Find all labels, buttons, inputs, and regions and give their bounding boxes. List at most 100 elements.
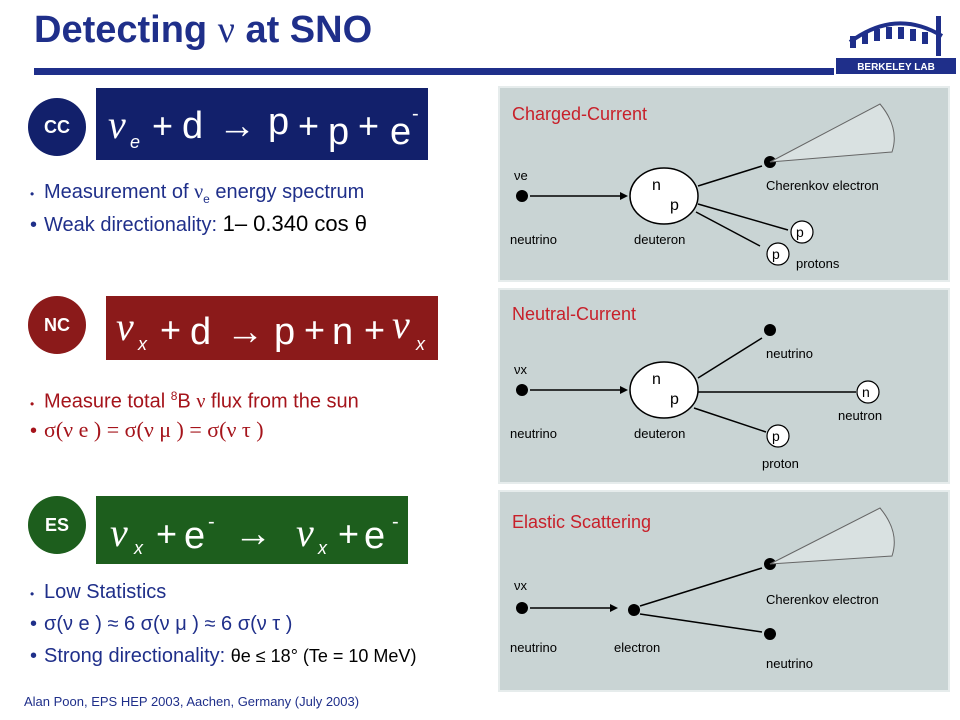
nc-eq-d: d <box>190 311 211 353</box>
cc-badge: CC <box>28 98 86 156</box>
cc-deuteron <box>629 167 699 225</box>
cc-b1-sub: e <box>203 192 210 206</box>
es-bullet-3: •Strong directionality: θe ≤ 18° (Te = 1… <box>30 645 417 667</box>
es-b1-text: Low Statistics <box>44 581 167 603</box>
es-b2-formula: σ(ν e ) ≈ 6 σ(ν μ ) ≈ 6 σ(ν τ ) <box>44 613 293 635</box>
cc-equation-svg: ν e + d → p + p + e - <box>108 101 419 153</box>
cc-p-label: p <box>670 197 679 214</box>
cc-panel-cherenkov: Cherenkov electron <box>766 178 879 193</box>
nc-panel-deuteron: deuteron <box>634 426 685 441</box>
es-eq-plus2: + <box>338 513 359 554</box>
es-bullet-1: •Low Statistics <box>30 581 167 603</box>
es-eq-e1: e <box>184 515 205 557</box>
cc-eq-p1: p <box>268 101 289 143</box>
cc-eq-p2: p <box>328 111 349 153</box>
cc-eq-arrow: → <box>218 105 256 147</box>
cc-n-label: n <box>652 177 661 194</box>
nc-neutrino-dot <box>516 384 528 396</box>
nc-eq-plus2: + <box>304 309 325 350</box>
es-eq-nu1: ν <box>110 510 128 555</box>
es-equation-svg: ν x + e - → ν x + e - <box>110 510 399 558</box>
cc-eq-sub-e: e <box>130 132 140 152</box>
cc-panel-deuteron: deuteron <box>634 232 685 247</box>
nc-panel-neutrino-out: neutrino <box>766 346 813 361</box>
es-eq-plus1: + <box>156 513 177 554</box>
cc-panel-protons: protons <box>796 256 840 271</box>
nc-neutron-symbol: n <box>862 384 870 400</box>
nc-badge-label: NC <box>44 314 70 335</box>
nc-eq-nu2: ν <box>392 302 410 347</box>
nc-equation: ν x + d → p + n + ν x <box>106 296 438 360</box>
nc-diagram: Neutral-Current νx neutrino n p deuteron… <box>510 304 882 471</box>
nc-arrow-head <box>620 386 628 394</box>
nc-eq-p: p <box>274 311 295 353</box>
cc-badge-label: CC <box>44 116 70 137</box>
es-cherenkov-cone <box>769 507 895 565</box>
cc-b2-text: Weak directionality: <box>44 214 223 236</box>
nc-bullet-2: •σ(ν e ) = σ(ν μ ) = σ(ν τ ) <box>30 417 264 443</box>
es-eq-sub-x2: x <box>317 538 328 558</box>
title-rule <box>34 68 834 75</box>
cc-panel-title: Charged-Current <box>512 104 647 124</box>
cc-eq-d: d <box>182 105 203 147</box>
nc-b1-text-a: Measure total <box>44 390 171 413</box>
nc-panel-proton: proton <box>762 456 799 471</box>
cc-b1-nu: ν <box>194 181 204 203</box>
nc-panel-title: Neutral-Current <box>512 304 636 324</box>
cc-neutrino-dot <box>516 190 528 202</box>
nc-badge: NC <box>28 296 86 354</box>
es-badge: ES <box>28 496 86 554</box>
footer-citation: Alan Poon, EPS HEP 2003, Aachen, Germany… <box>24 694 360 709</box>
logo-graphic: BERKELEY LAB <box>836 16 956 74</box>
es-electron-dot <box>628 604 640 616</box>
nc-diagram-panel: Neutral-Current νx neutrino n p deuteron… <box>498 288 950 484</box>
nc-equation-svg: ν x + d → p + n + ν x <box>116 302 426 354</box>
cc-proton-line-2 <box>695 211 761 247</box>
cc-arrow-head <box>620 192 628 200</box>
es-panel-nu: νx <box>514 578 528 593</box>
page-title: Detecting ν at SNO <box>34 8 372 52</box>
berkeley-lab-logo: BERKELEY LAB <box>836 2 956 78</box>
es-eq-e2: e <box>364 515 385 557</box>
cc-bullet-1: •Measurement of νe energy spectrum <box>30 181 365 206</box>
es-panel-cherenkov: Cherenkov electron <box>766 592 879 607</box>
es-eq-sup1: - <box>208 511 215 533</box>
nc-panel-neutrino: neutrino <box>510 426 557 441</box>
cc-proton-1 <box>790 220 814 244</box>
es-panel-neutrino: neutrino <box>510 640 557 655</box>
cc-eq-nu: ν <box>108 102 126 147</box>
cc-proton-2-label: p <box>772 246 780 262</box>
es-eq-sup2: - <box>392 511 399 533</box>
cc-electron-line <box>697 165 763 187</box>
es-eq-nu2: ν <box>296 510 314 555</box>
title-prefix: Detecting <box>34 9 218 51</box>
cc-proton-1-label: p <box>796 224 804 240</box>
nc-eq-sub-x1: x <box>137 334 148 354</box>
cc-diagram: Charged-Current νe neutrino n p deuteron… <box>510 103 895 271</box>
es-arrow-head <box>610 604 618 612</box>
cc-eq-plus3: + <box>358 105 379 146</box>
nc-neutrino-out-dot <box>764 324 776 336</box>
cc-b2-formula: 1– 0.340 cos θ <box>222 211 367 236</box>
cc-diagram-panel: Charged-Current νe neutrino n p deuteron… <box>498 86 950 282</box>
nc-neutron <box>856 380 880 404</box>
nc-panel-neutron: neutron <box>838 408 882 423</box>
es-panel-electron: electron <box>614 640 660 655</box>
cc-eq-sup-minus: - <box>412 103 419 125</box>
cc-b1-text-b: energy spectrum <box>209 181 365 203</box>
es-neutrino-out-line <box>639 613 763 633</box>
nc-proton-line <box>693 407 767 433</box>
title-suffix: at SNO <box>234 9 373 51</box>
cc-b1-text-a: Measurement of <box>44 181 195 203</box>
cc-equation: ν e + d → p + p + e - <box>96 88 428 160</box>
nc-bullet-1: •Measure total 8B ν flux from the sun <box>30 389 359 413</box>
nc-b1-nu: ν <box>196 390 206 413</box>
es-b3-text: Strong directionality: <box>44 645 231 667</box>
cc-eq-plus1: + <box>152 105 173 146</box>
es-neutrino-out-dot <box>764 628 776 640</box>
nc-b1-text-c: flux from the sun <box>205 390 359 413</box>
logo-text: BERKELEY LAB <box>857 62 935 73</box>
nc-eq-plus3: + <box>364 309 385 350</box>
cc-bullet-2: •Weak directionality: 1– 0.340 cos θ <box>30 211 367 237</box>
es-eq-sub-x1: x <box>133 538 144 558</box>
